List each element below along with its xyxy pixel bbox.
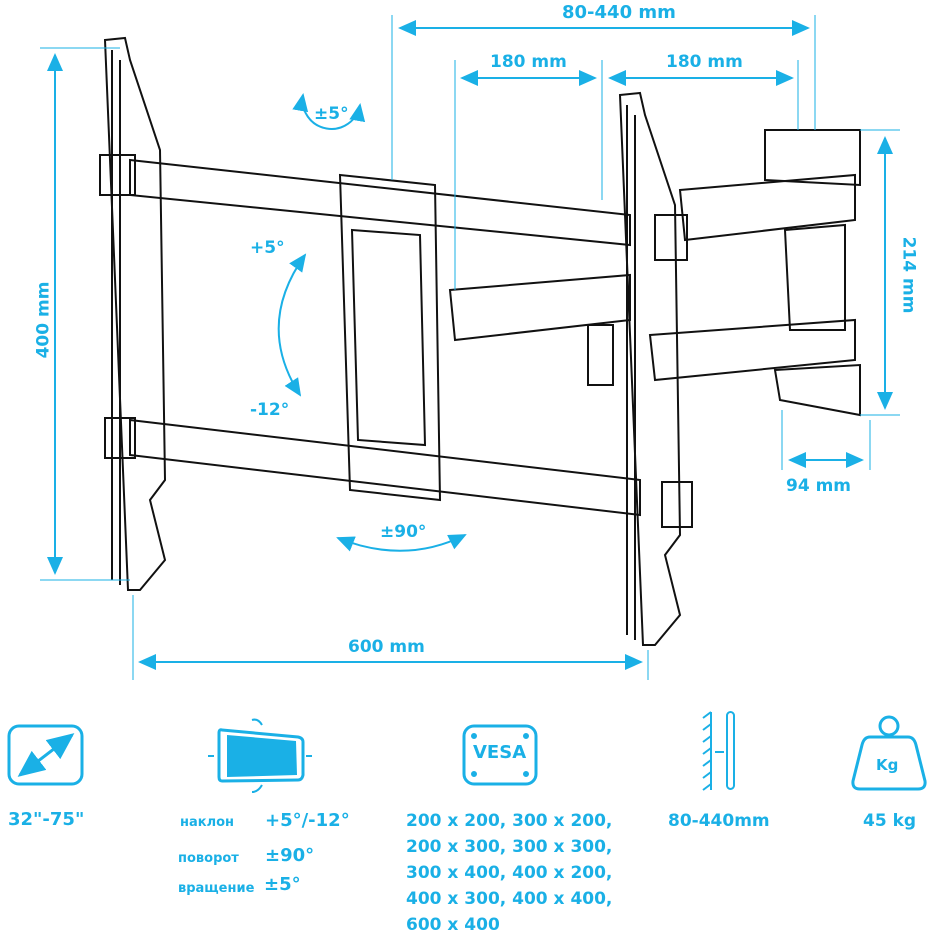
- height-label: 400 mm: [33, 281, 54, 359]
- swivel-label: ±90°: [380, 522, 427, 542]
- max-load-value: 45 kg: [863, 811, 917, 831]
- tilt-spec-label: наклон: [180, 815, 235, 830]
- mount-drawing: [40, 15, 900, 680]
- vesa-line: 200 x 200, 300 x 200,: [406, 811, 613, 831]
- tilt-up-label: +5°: [250, 238, 285, 258]
- vesa-sizes: 200 x 200, 300 x 200, 200 x 300, 300 x 3…: [406, 808, 612, 936]
- right-spacing-label: 180 mm: [666, 52, 743, 72]
- tilt-swivel-icon: [208, 718, 312, 793]
- wall-distance-icon: [702, 711, 735, 791]
- rotation-label: ±5°: [314, 104, 349, 124]
- extension-label: 80-440 mm: [562, 2, 676, 23]
- tilt-down-label: -12°: [250, 400, 290, 420]
- dimension-lines: [40, 15, 900, 680]
- swivel-spec-label: поворот: [178, 851, 239, 866]
- width-label: 600 mm: [348, 637, 425, 657]
- weight-icon: [851, 715, 927, 791]
- rotation-spec-label: вращение: [178, 881, 255, 896]
- weight-icon-text: Kg: [876, 756, 899, 774]
- vesa-icon-text: VESA: [473, 742, 527, 763]
- tilt-spec-value: +5°/-12°: [265, 810, 350, 831]
- left-wall-plate: [103, 36, 167, 591]
- left-spacing-label: 180 mm: [490, 52, 567, 72]
- diagonal-arrow-icon: [7, 724, 84, 786]
- vesa-line: 200 x 300, 300 x 300,: [406, 837, 613, 857]
- swivel-spec-value: ±90°: [265, 845, 315, 866]
- vesa-line: 400 x 300, 400 x 400,: [406, 889, 613, 909]
- vesa-line: 600 x 400: [406, 915, 500, 935]
- rotation-spec-value: ±5°: [264, 874, 301, 895]
- plate-depth-label: 94 mm: [786, 476, 852, 496]
- vesa-line: 300 x 400, 400 x 200,: [406, 863, 613, 883]
- plate-height-label: 214 mm: [898, 236, 919, 314]
- screen-size-value: 32"-75": [8, 809, 85, 830]
- wall-distance-value: 80-440mm: [668, 811, 770, 831]
- arms: [99, 129, 861, 528]
- right-wall-plate: [618, 91, 682, 646]
